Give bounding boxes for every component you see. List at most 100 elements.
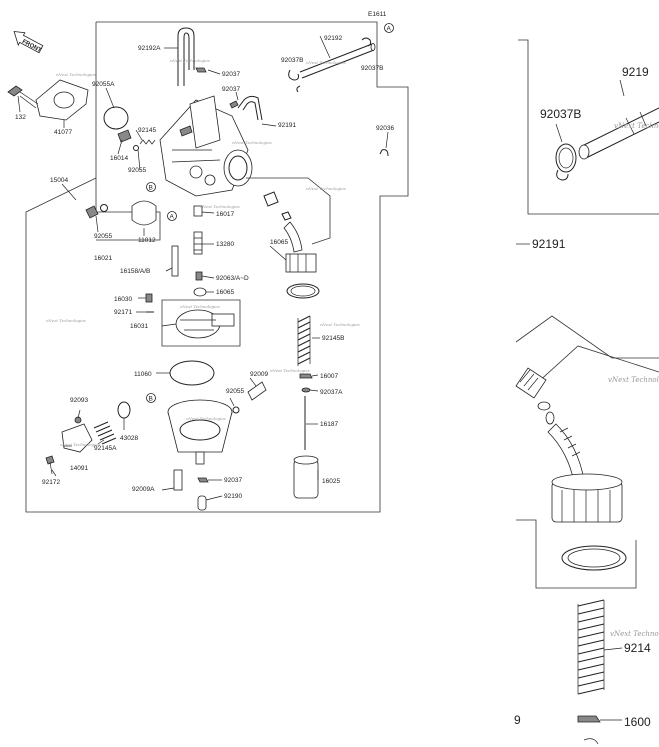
svg-text:B: B	[149, 185, 153, 192]
screw-92055	[85, 205, 99, 219]
jet-16017	[193, 205, 203, 217]
label-16187: 16187	[320, 421, 338, 428]
elbow-fitting	[283, 221, 303, 253]
svg-text:A: A	[170, 214, 175, 221]
svg-text:vNext Technologies: vNext Technologies	[306, 60, 346, 65]
label-16017: 16017	[216, 211, 234, 218]
clip-92037-mid	[229, 100, 239, 109]
label-92063: 92063/A~D	[216, 275, 249, 282]
slide-16025	[293, 459, 319, 499]
tube-92191	[237, 95, 263, 121]
oring-92055A	[103, 106, 129, 130]
screw-16014	[117, 129, 132, 143]
label-92055-c: 92055	[226, 388, 244, 395]
zoom-label-16007: 1600	[624, 715, 651, 729]
label-92037A: 92037A	[320, 389, 343, 396]
zoom-fitting-assembly	[515, 367, 627, 571]
svg-text:vNext Technologies: vNext Technologies	[200, 204, 240, 209]
front-arrow: FRONT	[13, 31, 44, 54]
fitting-16025-upper	[263, 191, 292, 221]
zoom-spring-92145	[577, 599, 605, 695]
label-92192: 92192	[324, 35, 342, 42]
label-16065-lower: 16065	[216, 289, 234, 296]
label-92009: 92009	[250, 371, 268, 378]
svg-text:vNext Technologies: vNext Technologies	[56, 72, 96, 77]
label-92093: 92093	[70, 397, 88, 404]
part-labels: 92192A 92192 92037B 92037B 92037 92037 9…	[15, 35, 394, 500]
label-92145A: 92145A	[94, 445, 117, 452]
cover-14091	[61, 423, 93, 453]
svg-text:vNext Technologies: vNext Technologies	[170, 58, 210, 63]
clip-16007	[299, 373, 313, 379]
pin-16030	[145, 293, 153, 303]
clip-92037-top	[195, 67, 207, 73]
svg-text:A: A	[387, 26, 392, 33]
float-bowl	[167, 399, 233, 465]
label-16065-upper: 16065	[270, 239, 288, 246]
label-16021: 16021	[94, 255, 112, 262]
ref-b-body: B	[146, 182, 156, 192]
zoom-label-9: 9	[514, 713, 521, 727]
label-92036: 92036	[376, 125, 394, 132]
label-132: 132	[15, 114, 26, 121]
carburetor-body	[159, 95, 253, 197]
zoom-tube-92192	[578, 107, 659, 160]
gasket-11060	[169, 360, 215, 386]
screw-92009	[247, 381, 267, 401]
spring-92145B	[297, 315, 311, 365]
label-92172: 92172	[42, 479, 60, 486]
label-43028: 43028	[120, 435, 138, 442]
label-16014: 16014	[110, 155, 128, 162]
label-92037-c: 92037	[224, 477, 242, 484]
label-92190: 92190	[224, 493, 242, 500]
spring-92145A	[93, 421, 117, 445]
label-92055-b: 92055	[94, 233, 112, 240]
label-92037-a: 92037	[222, 71, 240, 78]
needle-16158	[171, 245, 179, 277]
washer-92037A	[301, 387, 311, 393]
label-15004: 15004	[50, 177, 68, 184]
float-16031	[175, 309, 235, 339]
diagram-frame	[25, 21, 409, 513]
gasket-16065	[286, 283, 320, 299]
leader-lines	[17, 35, 389, 501]
svg-text:vNext Technologies: vNext Technologies	[46, 318, 86, 323]
zoom-frame-1	[518, 39, 659, 215]
label-41077: 41077	[54, 129, 72, 136]
zoom-label-92037B: 92037B	[540, 107, 581, 121]
diagram-code: E1611	[368, 11, 387, 18]
label-14091: 14091	[70, 465, 88, 472]
zoom-frame-2c	[516, 519, 637, 589]
jet-92063	[195, 271, 203, 281]
ref-a-top: A	[384, 23, 394, 33]
svg-text:vNext Technologies: vNext Technologies	[186, 416, 226, 421]
zoom-watermark-1: vNext Technologies	[614, 122, 659, 130]
watermarks: vNext Technologies vNext Technologies vN…	[46, 58, 360, 447]
zoom-label-92191: 92191	[532, 237, 566, 251]
label-16158: 16158/A/B	[120, 268, 150, 275]
zoom-frame-2	[515, 315, 659, 359]
ref-b-bowl: B	[146, 393, 156, 403]
label-92055-a: 92055	[128, 167, 146, 174]
label-13280: 13280	[216, 241, 234, 248]
svg-text:vNext Technologies: vNext Technologies	[320, 322, 360, 327]
label-16030: 16030	[114, 296, 132, 303]
cap-11012	[131, 200, 157, 226]
svg-text:vNext Technologies: vNext Technologies	[232, 140, 272, 145]
svg-text:vNext Technologies: vNext Technologies	[270, 368, 310, 373]
zoom-clip-92037B	[555, 143, 577, 181]
label-16007: 16007	[320, 373, 338, 380]
zoom-label-92145: 9214	[624, 641, 651, 655]
screw-92009A	[173, 469, 183, 491]
label-92145: 92145	[138, 127, 156, 134]
label-92191: 92191	[278, 122, 296, 129]
label-92055A: 92055A	[92, 81, 115, 88]
screw-92172	[45, 455, 55, 465]
spring-92145	[139, 139, 156, 145]
bolt-132	[7, 85, 23, 97]
zoom-label-92192: 9219	[622, 65, 649, 79]
tube-92192	[299, 43, 375, 79]
label-92037-b: 92037	[222, 86, 240, 93]
tube-92190	[197, 495, 207, 511]
label-92009A: 92009A	[132, 486, 155, 493]
